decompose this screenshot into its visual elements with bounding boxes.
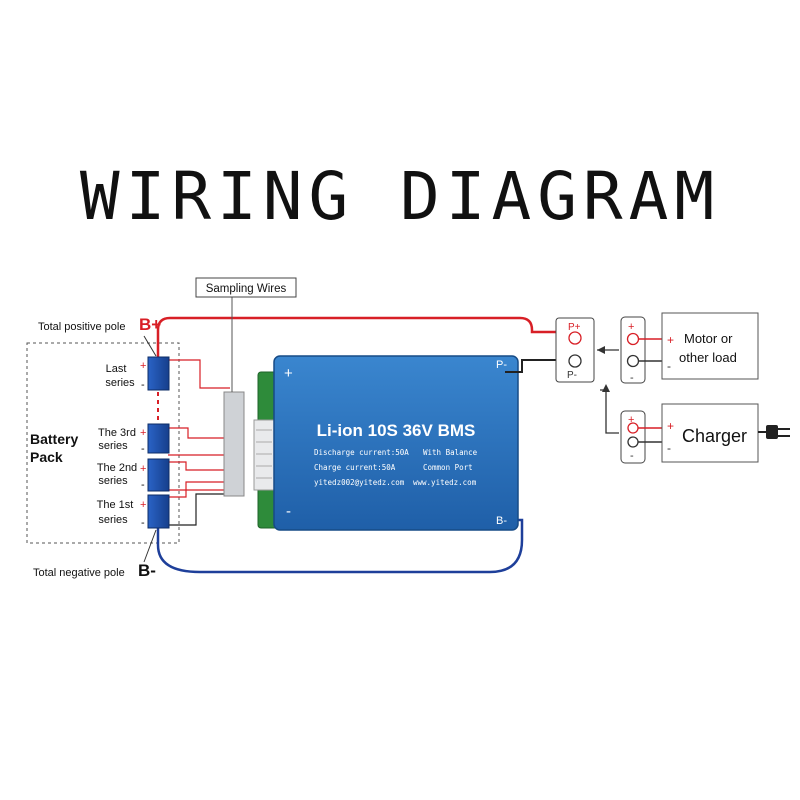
sampling-connector — [223, 391, 245, 497]
p-minus-wire — [505, 359, 564, 373]
bms-spec-balance: With Balance — [423, 448, 478, 457]
charger-plug-minus: - — [630, 450, 634, 462]
arrow-to-charger-head — [602, 384, 610, 392]
charger-box — [661, 403, 759, 463]
bms-connector-pins — [256, 429, 272, 479]
charger-minus-sign: - — [667, 441, 671, 455]
load-minus-sign: - — [667, 359, 671, 373]
bms-b-minus: B- — [496, 515, 507, 527]
load-plus-terminal — [626, 332, 640, 346]
load-plus-sign: + — [667, 333, 674, 347]
total-positive-label: Total positive pole — [38, 321, 125, 333]
cell-label-3rd-1: The 3rd — [98, 427, 136, 439]
load-plug-plus: + — [628, 321, 634, 333]
cell-plus-sign: + — [140, 463, 146, 475]
cell-plus-sign: + — [140, 499, 146, 511]
cell-plus-sign: + — [140, 360, 146, 372]
cell-label-3rd-2: series — [98, 440, 128, 452]
cell-minus-sign: - — [141, 479, 145, 491]
cell-2nd — [147, 458, 170, 492]
cell-minus-sign: - — [141, 517, 145, 529]
cell-label-1st-2: series — [98, 514, 128, 526]
sampling-label-box — [195, 277, 297, 298]
load-box — [661, 312, 759, 380]
charger-label: Charger — [682, 426, 747, 446]
charger-minus-terminal — [627, 436, 639, 448]
sampling-wires — [168, 359, 230, 498]
load-minus-terminal — [626, 354, 640, 368]
load-plug-minus: - — [630, 372, 634, 384]
battery-pack-label-2: Pack — [30, 449, 63, 465]
bms-board — [273, 355, 519, 531]
bms-spec-port: Common Port — [423, 463, 473, 472]
cell-minus-sign: - — [141, 443, 145, 455]
p-minus-terminal — [568, 354, 582, 368]
negative-pointer — [143, 529, 157, 563]
battery-pack-label-1: Battery — [30, 431, 78, 447]
positive-pointer — [143, 335, 157, 357]
cell-label-last-2: series — [105, 377, 135, 389]
total-negative-label: Total negative pole — [33, 567, 125, 579]
cell-label-2nd-1: The 2nd — [97, 462, 137, 474]
bms-title: Li-ion 10S 36V BMS — [317, 421, 476, 440]
arrow-to-load-head — [597, 346, 605, 354]
positive-main-wire — [156, 316, 556, 357]
cell-label-1st-1: The 1st — [97, 499, 134, 511]
b-minus-label: B- — [138, 561, 156, 580]
cell-last — [147, 356, 170, 391]
sampling-label: Sampling Wires — [206, 283, 287, 295]
bms-spec-website: www.yitedz.com — [413, 478, 477, 487]
charger-plug-plus: + — [628, 414, 634, 426]
charger-plus-sign: + — [667, 419, 674, 433]
b-plus-label: B+ — [139, 315, 161, 334]
cell-label-2nd-2: series — [98, 475, 128, 487]
p-minus-label: P- — [567, 370, 577, 381]
cell-minus-sign: - — [141, 379, 145, 391]
bms-spec-charge: Charge current:50A — [314, 463, 396, 472]
negative-main-wire — [156, 518, 524, 574]
cell-3rd — [147, 423, 170, 454]
p-plus-terminal — [568, 331, 582, 345]
arrow-to-charger — [600, 389, 619, 434]
bms-spec-discharge: Discharge current:50A — [314, 448, 409, 457]
cell-label-last-1: Last — [106, 363, 127, 375]
battery-cells — [147, 356, 170, 529]
bms-spec-email: yitedz002@yitedz.com — [314, 478, 405, 487]
bms-minus-corner: - — [286, 503, 291, 520]
battery-pack-box — [26, 342, 180, 544]
mains-plug-body — [766, 425, 778, 439]
cell-plus-sign: + — [140, 427, 146, 439]
bms-plus-corner: + — [284, 365, 293, 382]
bms-p-minus: P- — [496, 359, 507, 371]
cell-1st — [147, 494, 170, 529]
p-plus-label: P+ — [568, 322, 581, 333]
sampling-wire-black — [168, 493, 230, 526]
charger-plus-terminal — [627, 422, 639, 434]
output-connector — [555, 317, 595, 383]
load-label-1: Motor or — [684, 331, 733, 346]
page-title: WIRING DIAGRAM — [79, 158, 721, 235]
load-label-2: other load — [679, 350, 737, 365]
load-plug — [620, 316, 646, 384]
